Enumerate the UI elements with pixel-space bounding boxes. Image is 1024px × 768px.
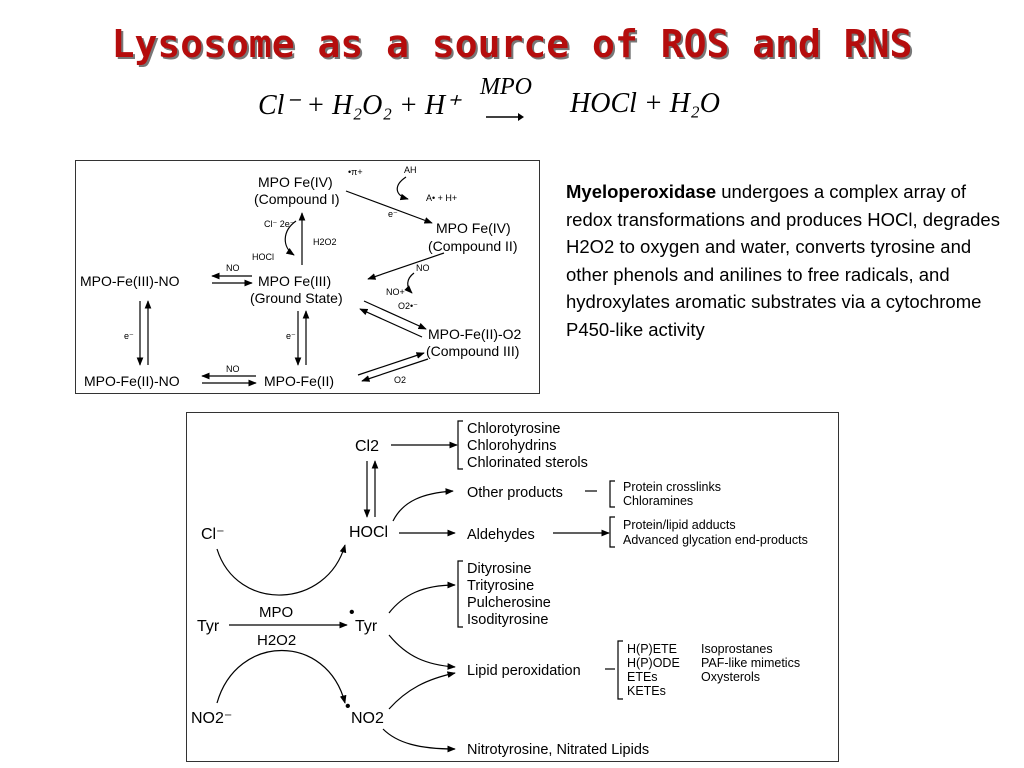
mpo-description: Myeloperoxidase undergoes a complex arra… — [566, 178, 1006, 343]
other-products-label: Other products — [467, 485, 563, 501]
no-label-top: NO — [226, 263, 240, 273]
tyr-product-item: Isodityrosine — [467, 612, 548, 628]
chlorinated-item: Chlorotyrosine — [467, 421, 561, 437]
lipid-list-item: Oxysterols — [701, 670, 760, 684]
lipid-list-item: H(P)ODE — [627, 656, 680, 670]
fe2no-label: MPO-Fe(II)-NO — [84, 373, 180, 389]
aldehydes-label: Aldehydes — [467, 527, 535, 543]
a-radical-label: A• + H+ — [426, 193, 457, 203]
tyr-radical-node: Tyr — [355, 618, 378, 635]
compound2-sub: (Compound II) — [428, 238, 517, 254]
lipid-list-item: H(P)ETE — [627, 642, 677, 656]
noplus-label: NO+ — [386, 287, 405, 297]
no-label-right: NO — [416, 263, 430, 273]
no2-radical-dot: • — [345, 698, 351, 715]
o2-radical-label: O2•⁻ — [398, 301, 418, 311]
compound2-label: MPO Fe(IV) — [436, 220, 511, 236]
ground-sub: (Ground State) — [250, 290, 343, 306]
chlorinated-item: Chlorohydrins — [467, 438, 556, 454]
e-label-center: e⁻ — [286, 331, 296, 341]
equation-catalyst: MPO — [480, 74, 532, 100]
description-term: Myeloperoxidase — [566, 181, 717, 202]
nitrotyrosine-label: Nitrotyrosine, Nitrated Lipids — [467, 742, 649, 758]
e-label-top: e⁻ — [388, 209, 398, 219]
cl-minus-node: Cl⁻ — [201, 526, 225, 543]
slide-title: Lysosome as a source of ROS and RNS — [111, 22, 913, 66]
equation-arrow — [486, 113, 524, 121]
tyr-product-item: Trityrosine — [467, 578, 534, 594]
hocl-label: HOCl — [252, 252, 274, 262]
cl-2e-label: Cl⁻ 2e⁻ — [264, 219, 295, 229]
h2o2-label: H2O2 — [313, 237, 337, 247]
aldehyde-list-item: Advanced glycation end-products — [623, 533, 808, 547]
pi-label: •π+ — [348, 167, 363, 177]
fe2o2-label: MPO-Fe(II)-O2 — [428, 326, 522, 342]
mpo-products-diagram: Cl2 HOCl Cl⁻ Tyr MPO H2O2 • Tyr NO2⁻ • N… — [186, 412, 839, 762]
equation-right: HOCl + H₂O — [570, 88, 720, 119]
lipid-list-item: KETEs — [627, 684, 666, 698]
hocl-node: HOCl — [349, 524, 388, 541]
lipid-list-item: PAF-like mimetics — [701, 656, 800, 670]
lipid-list-item: ETEs — [627, 670, 658, 684]
o2-label: O2 — [394, 375, 406, 385]
fe3no-label: MPO-Fe(III)-NO — [80, 273, 180, 289]
no2-minus-node: NO2⁻ — [191, 710, 232, 727]
lipid-peroxidation-label: Lipid peroxidation — [467, 663, 581, 679]
h2o2-node: H2O2 — [257, 632, 296, 649]
aldehyde-list-item: Protein/lipid adducts — [623, 518, 736, 532]
no-label-bottom: NO — [226, 364, 240, 374]
no2-radical-node: NO2 — [351, 710, 384, 727]
tyr-radical-dot: • — [349, 604, 355, 621]
cl2-label: Cl2 — [355, 438, 379, 455]
other-list-item: Protein crosslinks — [623, 480, 721, 494]
ground-label: MPO Fe(III) — [258, 273, 331, 289]
e-label-left: e⁻ — [124, 331, 134, 341]
ah-label: AH — [404, 165, 417, 175]
tyr-product-item: Pulcherosine — [467, 595, 551, 611]
compound3-sub: (Compound III) — [426, 343, 519, 359]
description-text: undergoes a complex array of redox trans… — [566, 181, 1000, 340]
tyr-product-item: Dityrosine — [467, 561, 531, 577]
tyr-node: Tyr — [197, 618, 220, 635]
equation-left: Cl⁻ + H₂O₂ + H⁺ — [258, 90, 460, 121]
mpo-label: MPO — [259, 604, 293, 621]
fe2-label: MPO-Fe(II) — [264, 373, 334, 389]
chlorinated-item: Chlorinated sterols — [467, 455, 588, 471]
compound1-sub: (Compound I) — [254, 191, 340, 207]
lipid-list-item: Isoprostanes — [701, 642, 773, 656]
other-list-item: Chloramines — [623, 494, 693, 508]
compound1-label: MPO Fe(IV) — [258, 174, 333, 190]
mpo-cycle-diagram: MPO Fe(IV) (Compound I) •π+ MPO Fe(IV) (… — [75, 160, 540, 394]
